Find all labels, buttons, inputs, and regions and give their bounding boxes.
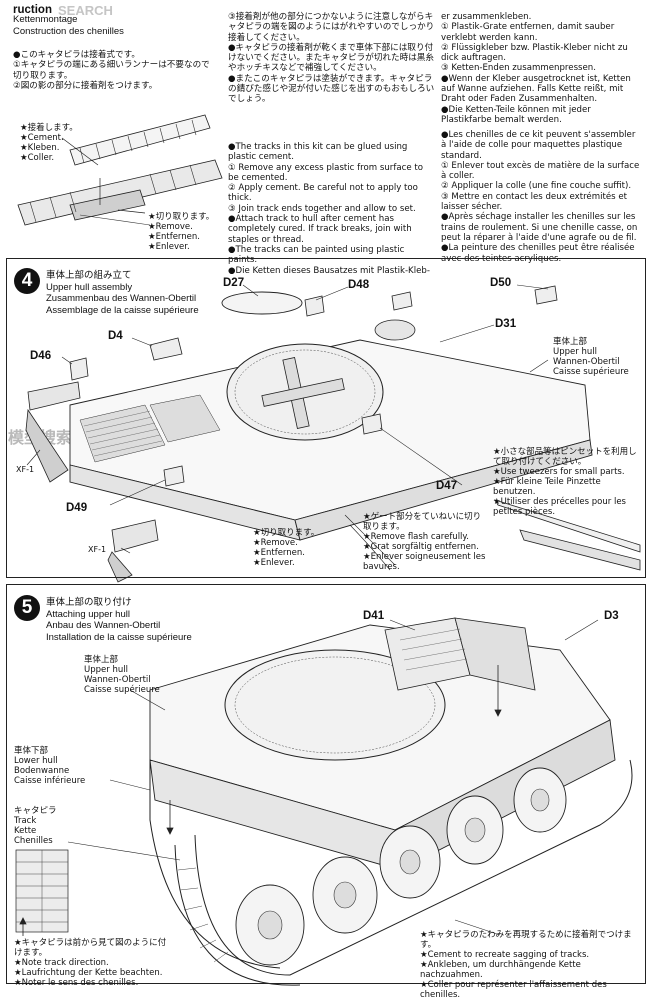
track-section-title: Kettenmontage Construction des chenilles xyxy=(13,14,124,37)
flash-note: ★ゲート部分をていねいに切り取ります。 ★Remove flash carefu… xyxy=(363,512,486,572)
track-instructions-jp: ●このキャタピラは接着式です。 ①キャタピラの端にある細いランナーは不要なので切… xyxy=(13,50,210,91)
part-d3: D3 xyxy=(604,610,619,622)
cement-label: ★接着します。 ★Cement. ★Kleben. ★Coller. xyxy=(20,123,78,163)
step-5-frame xyxy=(6,584,646,984)
lower-hull-label: 車体下部 Lower hull Bodenwanne Caisse inféri… xyxy=(14,746,86,786)
tweezers-note: ★小さな部品等はピンセットを利用して取り付けてください。 ★Use tweeze… xyxy=(493,447,637,517)
step-5-number: 5 xyxy=(14,595,40,621)
remove-note: ★切り取ります。 ★Remove. ★Entfernen. ★Enlever. xyxy=(253,528,320,568)
part-d46: D46 xyxy=(30,350,52,362)
part-d4: D4 xyxy=(108,330,123,342)
watermark-text: SEARCH xyxy=(58,3,113,18)
part-d50: D50 xyxy=(490,277,512,289)
part-d31: D31 xyxy=(495,318,517,330)
track-sag-note: ★キャタピラのたわみを再現するために接着剤でつけます。 ★Cement to r… xyxy=(420,930,632,1000)
track-direction-note: ★キャタピラは前から見て図のように付けます。 ★Note track direc… xyxy=(14,938,167,988)
step-4-number: 4 xyxy=(14,268,40,294)
remove-label: ★切り取ります。 ★Remove. ★Entfernen. ★Enlever. xyxy=(148,212,215,252)
track-label: キャタピラ Track Kette Chenilles xyxy=(14,806,57,846)
track-instructions-en: ●The tracks in this kit can be glued usi… xyxy=(228,142,430,276)
step-4-frame xyxy=(6,258,646,578)
part-d27: D27 xyxy=(223,277,245,289)
part-d41: D41 xyxy=(363,610,385,622)
paint-xf1-bottom: XF-1 xyxy=(88,545,107,554)
track-instructions-de: er zusammenkleben. ① Plastik-Grate entfe… xyxy=(441,12,631,125)
paint-xf1-top: XF-1 xyxy=(16,465,35,474)
part-d47: D47 xyxy=(436,480,458,492)
upper-hull-label-step5: 車体上部 Upper hull Wannen-Obertil Caisse su… xyxy=(84,655,160,695)
track-instructions-jp-continued: ③接着剤が他の部分につかないように注意しながらキャタピラの端を図のようにはがれや… xyxy=(228,12,435,105)
upper-hull-label: 車体上部 Upper hull Wannen-Obertil Caisse su… xyxy=(553,337,629,377)
track-instructions-fr: ●Les chenilles de ce kit peuvent s'assem… xyxy=(441,130,640,264)
part-d49: D49 xyxy=(66,502,88,514)
page-title-fragment: ruction xyxy=(13,4,52,16)
step-4-title: 車体上部の組み立て Upper hull assembly Zusammenba… xyxy=(46,270,199,316)
part-d48: D48 xyxy=(348,279,370,291)
step-5-title: 車体上部の取り付け Attaching upper hull Anbau des… xyxy=(46,597,192,643)
